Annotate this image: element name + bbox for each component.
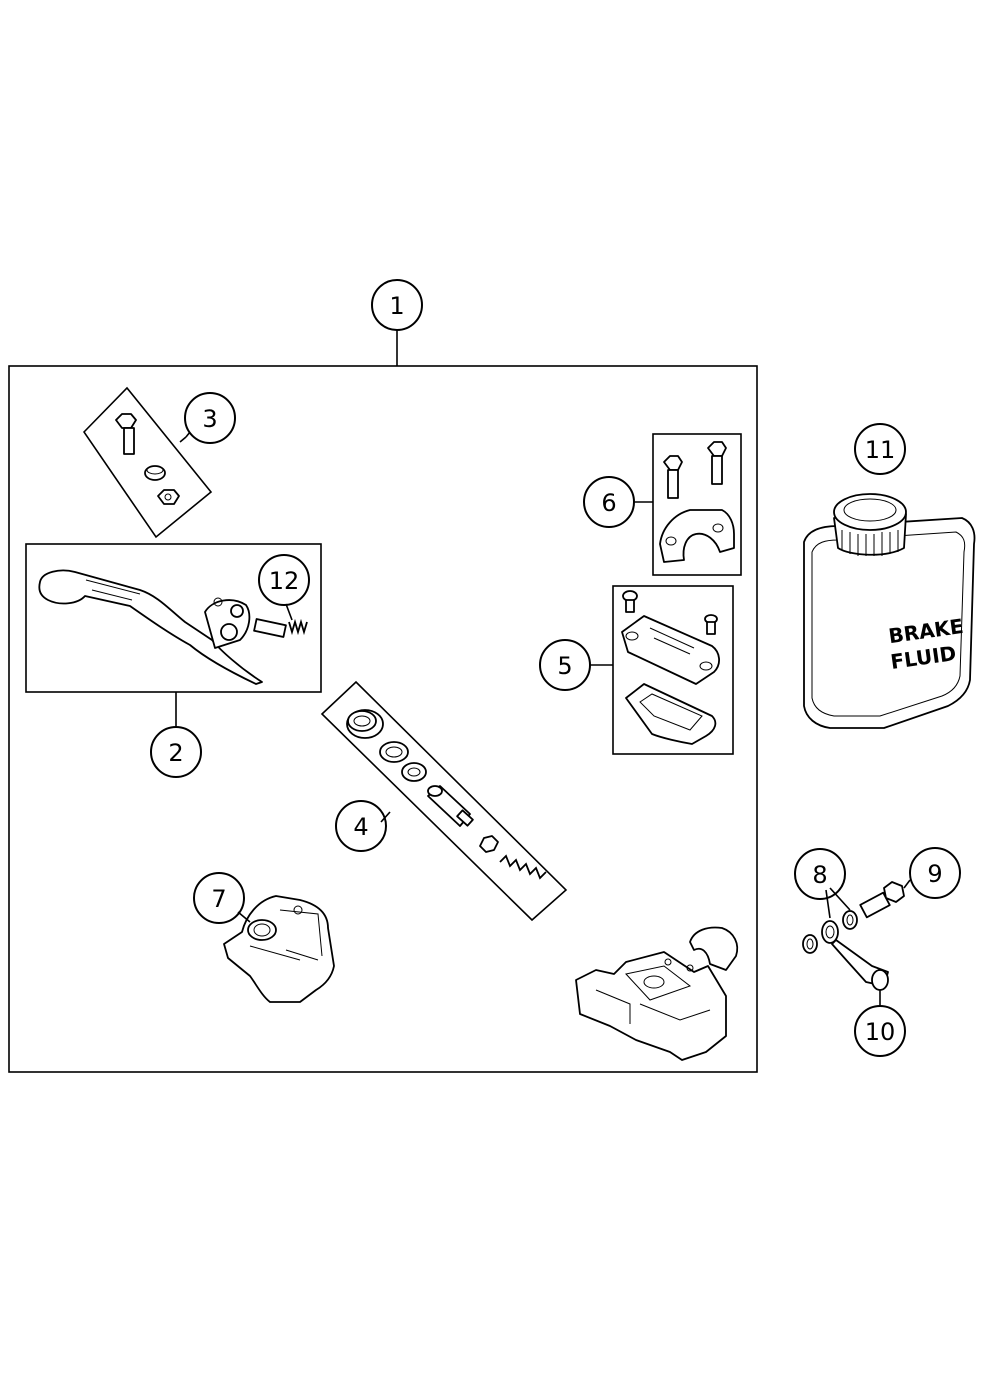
washer-icon bbox=[802, 934, 818, 954]
callout-11[interactable]: 11 bbox=[854, 423, 906, 475]
callout-3[interactable]: 3 bbox=[184, 392, 236, 444]
spring-icon bbox=[288, 618, 308, 636]
callout-5[interactable]: 5 bbox=[539, 639, 591, 691]
piston-icon bbox=[427, 785, 474, 827]
lever-icon bbox=[38, 569, 263, 685]
callout-10[interactable]: 10 bbox=[854, 1005, 906, 1057]
part-3-hardware-set bbox=[82, 386, 213, 539]
callout-4-label: 4 bbox=[353, 813, 368, 841]
washer-icon bbox=[379, 741, 427, 782]
callout-7-label: 7 bbox=[211, 885, 226, 913]
screw-icon bbox=[622, 590, 638, 613]
callout-11-label: 11 bbox=[865, 436, 896, 464]
parts-8-9-10-fittings bbox=[802, 881, 905, 991]
callout-5-label: 5 bbox=[557, 652, 572, 680]
part-6-clamp-set bbox=[652, 433, 742, 576]
assembly-frame bbox=[8, 365, 758, 1073]
callout-8-label: 8 bbox=[812, 861, 827, 889]
reservoir-cover-icon bbox=[621, 615, 720, 685]
spring-icon bbox=[499, 854, 547, 880]
seal-icon bbox=[346, 709, 384, 739]
screw-icon bbox=[704, 614, 718, 635]
clamp-icon bbox=[659, 509, 735, 563]
callout-6[interactable]: 6 bbox=[583, 476, 635, 528]
callout-12[interactable]: 12 bbox=[258, 554, 310, 621]
part-2-lever-box bbox=[25, 543, 322, 693]
part-4-piston-kit bbox=[320, 680, 568, 922]
nut-icon bbox=[479, 835, 499, 853]
callout-8[interactable]: 8 bbox=[794, 848, 846, 900]
fluid-bottle-icon bbox=[803, 493, 976, 729]
screw-icon bbox=[115, 413, 137, 455]
part-5-reservoir-cover-set bbox=[612, 585, 734, 755]
nut-icon bbox=[157, 489, 180, 505]
callout-1[interactable]: 1 bbox=[371, 279, 423, 331]
callout-9-label: 9 bbox=[927, 860, 942, 888]
callout-4[interactable]: 4 bbox=[335, 800, 387, 852]
bushing-icon bbox=[144, 465, 166, 481]
part-7-master-cylinder bbox=[223, 895, 335, 1003]
master-cylinder-assembled-icon bbox=[575, 926, 739, 1061]
seal-icon bbox=[625, 683, 717, 745]
callout-3-label: 3 bbox=[202, 405, 217, 433]
screw-icon bbox=[663, 455, 683, 499]
banjo-bolt-icon bbox=[859, 881, 905, 919]
callout-6-label: 6 bbox=[601, 489, 616, 517]
callout-12-label: 12 bbox=[269, 567, 300, 595]
callout-2-label: 2 bbox=[168, 739, 183, 767]
callout-1-label: 1 bbox=[389, 292, 404, 320]
piston-icon bbox=[253, 618, 287, 638]
washer-icon bbox=[842, 910, 858, 930]
callout-9[interactable]: 9 bbox=[909, 847, 961, 899]
callout-2[interactable]: 2 bbox=[150, 726, 202, 778]
callout-10-label: 10 bbox=[865, 1018, 896, 1046]
screw-icon bbox=[707, 441, 727, 485]
part-11-fluid-bottle: BRAKE FLUID bbox=[803, 493, 976, 729]
callout-7[interactable]: 7 bbox=[193, 872, 245, 924]
master-cylinder-icon bbox=[223, 895, 335, 1003]
banjo-fitting-icon bbox=[821, 920, 889, 991]
